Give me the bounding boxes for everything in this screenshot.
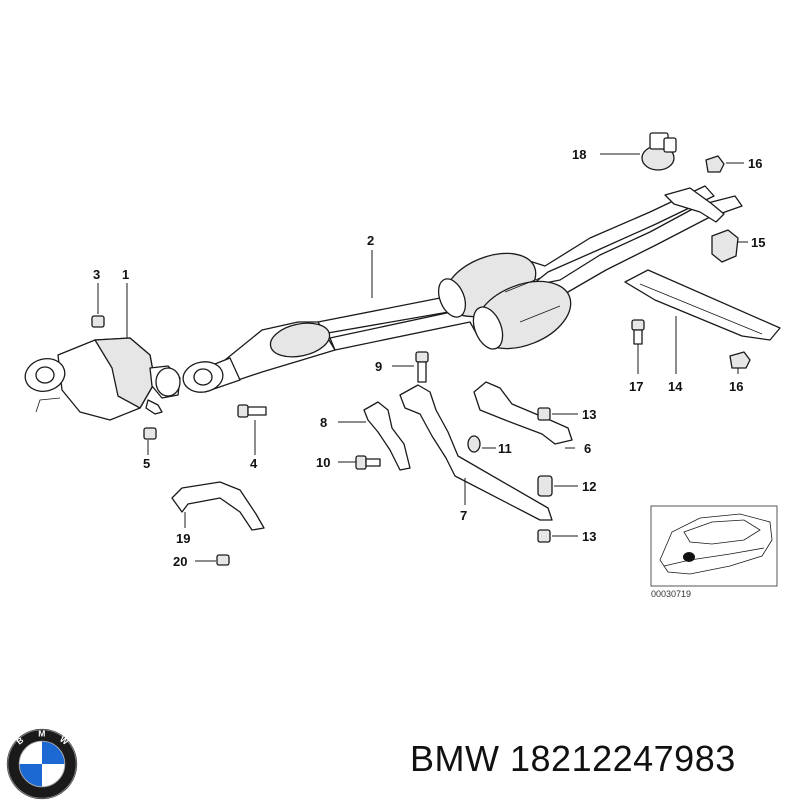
inset-reference-number: 00030719 <box>651 589 691 599</box>
callout-7: 7 <box>460 508 467 523</box>
callout-labels: 3 1 2 4 5 6 7 8 9 10 11 12 13 13 14 15 1… <box>93 147 765 569</box>
nut-13-lower <box>537 529 551 543</box>
bolt-10 <box>355 455 381 470</box>
nut-16-lower <box>729 351 751 369</box>
callout-6: 6 <box>584 441 591 456</box>
callout-19: 19 <box>176 531 190 546</box>
bolt-20 <box>216 554 230 566</box>
bolt-17 <box>631 319 645 345</box>
callout-3: 3 <box>93 267 100 282</box>
nut-13-upper <box>537 407 551 421</box>
callout-14: 14 <box>668 379 683 394</box>
callout-11: 11 <box>498 441 512 456</box>
svg-text:M: M <box>38 728 45 738</box>
nut-5 <box>143 427 157 440</box>
bushing-11 <box>467 435 481 453</box>
clamp-18 <box>641 132 677 171</box>
exhaust-parts-diagram: 3 1 2 4 5 6 7 8 9 10 11 12 13 13 14 15 1… <box>24 132 781 599</box>
callout-20: 20 <box>173 554 187 569</box>
front-catalytic-converter <box>24 337 181 421</box>
svg-text:B: B <box>14 735 25 747</box>
rubber-mount-12 <box>537 475 553 497</box>
nut-16-upper <box>705 155 725 173</box>
bolt-9 <box>415 351 429 383</box>
callout-18: 18 <box>572 147 586 162</box>
bracket-8 <box>363 401 411 471</box>
bracket-6 <box>473 381 573 445</box>
brand-part-number: BMW 18212247983 <box>410 738 736 780</box>
callout-1: 1 <box>122 267 129 282</box>
callout-13-lower: 13 <box>582 529 596 544</box>
bracket-7 <box>399 384 553 521</box>
callout-5: 5 <box>143 456 150 471</box>
callout-10: 10 <box>316 455 330 470</box>
part-number: 18212247983 <box>510 738 736 779</box>
callout-16-lower: 16 <box>729 379 743 394</box>
nut-3 <box>91 315 105 328</box>
callout-2: 2 <box>367 233 374 248</box>
callout-4: 4 <box>250 456 258 471</box>
bracket-19 <box>171 481 265 531</box>
bolt-4 <box>237 404 267 418</box>
bmw-logo: B M W <box>6 728 78 800</box>
callout-17: 17 <box>629 379 643 394</box>
callout-16-upper: 16 <box>748 156 762 171</box>
leader-lines <box>97 153 748 562</box>
exhaust-pipe-assembly <box>182 185 743 393</box>
rubber-block-15 <box>711 229 739 263</box>
callout-9: 9 <box>375 359 382 374</box>
location-marker-icon <box>683 552 695 562</box>
callout-12: 12 <box>582 479 596 494</box>
callout-15: 15 <box>751 235 765 250</box>
callout-13-upper: 13 <box>582 407 596 422</box>
brand-name: BMW <box>410 738 500 779</box>
vehicle-location-inset: 00030719 <box>650 505 778 599</box>
callout-8: 8 <box>320 415 327 430</box>
heat-shield-14 <box>624 269 781 341</box>
